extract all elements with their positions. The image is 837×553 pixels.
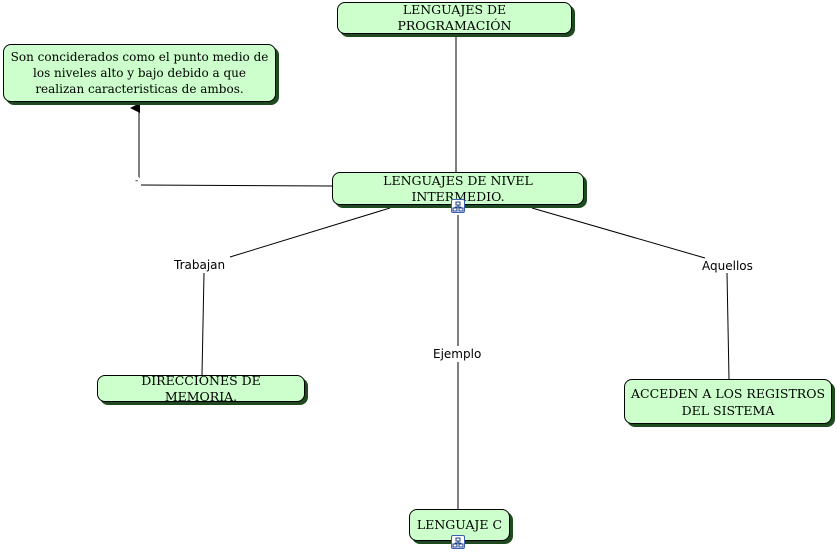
- concept-system-registers-label: ACCEDEN A LOS REGISTROS DEL SISTEMA: [631, 385, 826, 418]
- concept-c-language-label: LENGUAJE C: [416, 517, 503, 532]
- concept-c-language[interactable]: LENGUAJE C: [409, 509, 510, 541]
- concept-programming-languages-label: LENGUAJES DE PROGRAMACIÓN: [397, 2, 512, 33]
- link-label-dash[interactable]: -: [134, 176, 140, 186]
- line-intermediate-to-those: [531, 207, 706, 259]
- concept-memory-addresses[interactable]: DIRECCIONES DE MEMORIA.: [97, 372, 305, 404]
- resource-hierarchy-icon[interactable]: [451, 199, 465, 213]
- concept-memory-addresses-label: DIRECCIONES DE MEMORIA.: [141, 372, 261, 404]
- resource-hierarchy-icon-c[interactable]: [451, 535, 465, 549]
- concept-system-registers[interactable]: ACCEDEN A LOS REGISTROS DEL SISTEMA: [624, 379, 832, 424]
- concept-intermediate-languages-label: LENGUAJES DE NIVEL INTERMEDIO.: [383, 172, 533, 204]
- resource-hierarchy-icon-glyph: [452, 201, 464, 212]
- link-label-works[interactable]: Trabajan: [172, 258, 228, 272]
- line-works-to-memory: [201, 272, 205, 376]
- link-label-example[interactable]: Ejemplo: [431, 347, 484, 361]
- resource-hierarchy-icon-c-glyph: [452, 537, 464, 548]
- concept-description[interactable]: Son conciderados como el punto medio de …: [3, 44, 276, 102]
- line-those-to-registers: [726, 272, 730, 380]
- line-intermediate-to-dash: [140, 184, 333, 187]
- line-intermediate-to-works: [229, 207, 391, 258]
- link-label-those[interactable]: Aquellos: [700, 259, 755, 273]
- concept-description-label: Son conciderados como el punto medio de …: [10, 50, 269, 96]
- concept-programming-languages[interactable]: LENGUAJES DE PROGRAMACIÓN: [337, 2, 572, 34]
